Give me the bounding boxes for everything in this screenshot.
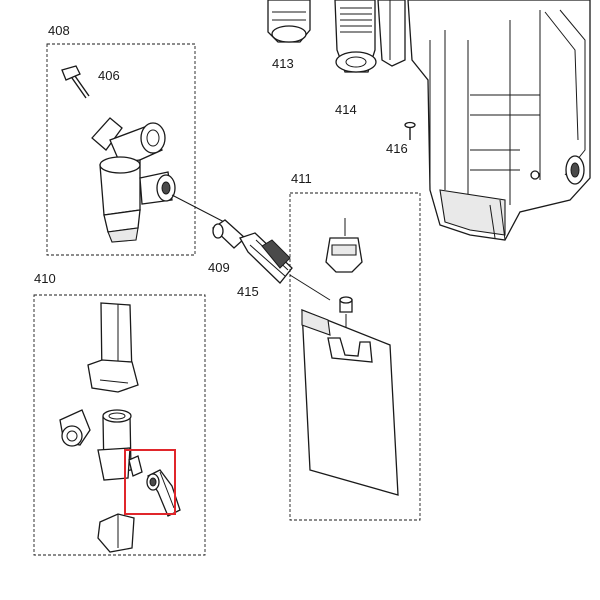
callout-410: 410 xyxy=(34,271,56,286)
callout-415: 415 xyxy=(237,284,259,299)
screw-icon xyxy=(61,65,90,99)
callout-labels: 408 406 409 410 411 413 414 415 416 xyxy=(34,23,408,299)
callout-413: 413 xyxy=(272,56,294,71)
callout-411: 411 xyxy=(291,171,312,186)
callout-408: 408 xyxy=(48,23,70,38)
group-408 xyxy=(46,43,231,256)
pump-icon xyxy=(211,219,293,284)
filter-icon xyxy=(87,302,139,393)
valve-icon xyxy=(91,117,176,243)
hose-connector-icon xyxy=(59,409,91,447)
machine-frame xyxy=(267,0,591,241)
callout-414: 414 xyxy=(335,102,357,117)
callout-416: 416 xyxy=(386,141,408,156)
callout-406: 406 xyxy=(98,68,120,83)
group-411 xyxy=(289,192,421,521)
group-410 xyxy=(33,294,206,556)
highlight-box xyxy=(124,449,176,515)
hose-connector-icon xyxy=(128,455,181,517)
screw-icon xyxy=(404,121,416,140)
callout-409: 409 xyxy=(208,260,230,275)
